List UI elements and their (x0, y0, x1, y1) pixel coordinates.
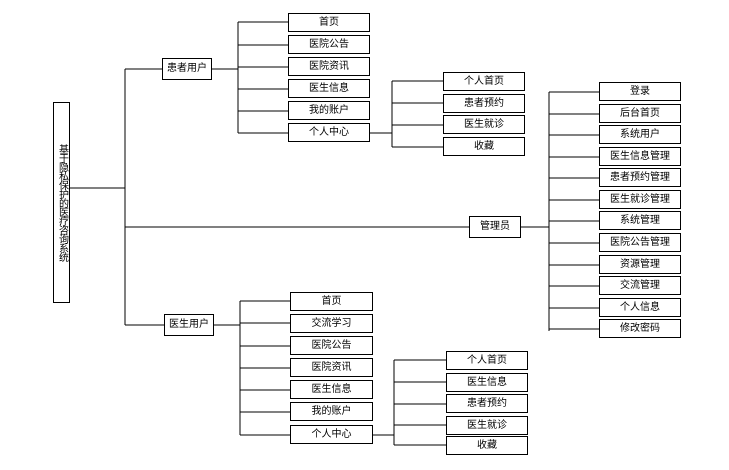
doctor-center-personal-home: 个人首页 (446, 351, 528, 370)
doctor-item-doctor-info: 医生信息 (290, 380, 373, 399)
doctor-item-home: 首页 (290, 292, 373, 311)
doctor-center-doctor-visit: 医生就诊 (446, 416, 528, 435)
doctor-center-doctor-info: 医生信息 (446, 373, 528, 392)
doctor-item-exchange-learning: 交流学习 (290, 314, 373, 333)
doctor-item-hospital-news: 医院资讯 (290, 358, 373, 377)
patient-center-favorites: 收藏 (443, 137, 525, 156)
patient-center-appointment: 患者预约 (443, 94, 525, 113)
patient-item-personal-center: 个人中心 (288, 123, 370, 142)
node-admin: 管理员 (469, 216, 521, 238)
admin-item-doctor-info-mgmt: 医生信息管理 (599, 147, 681, 166)
admin-item-exchange-mgmt: 交流管理 (599, 276, 681, 295)
admin-item-system-mgmt: 系统管理 (599, 211, 681, 230)
admin-item-personal-info: 个人信息 (599, 298, 681, 317)
doctor-item-personal-center: 个人中心 (290, 425, 373, 444)
patient-center-personal-home: 个人首页 (443, 72, 525, 91)
admin-item-visit-mgmt: 医生就诊管理 (599, 190, 681, 209)
patient-item-hospital-news: 医院资讯 (288, 57, 370, 76)
doctor-center-favorites: 收藏 (446, 436, 528, 455)
patient-item-my-account: 我的账户 (288, 101, 370, 120)
doctor-item-hospital-notice: 医院公告 (290, 336, 373, 355)
node-doctor-user: 医生用户 (164, 314, 214, 336)
admin-item-system-users: 系统用户 (599, 125, 681, 144)
patient-item-hospital-notice: 医院公告 (288, 35, 370, 54)
admin-item-appointment-mgmt: 患者预约管理 (599, 168, 681, 187)
root-node-system-title: 基于隐私保护的医疗咨询系统 (53, 102, 70, 303)
admin-item-login: 登录 (599, 82, 681, 101)
patient-item-doctor-info: 医生信息 (288, 79, 370, 98)
patient-center-doctor-visit: 医生就诊 (443, 115, 525, 134)
doctor-center-appointment: 患者预约 (446, 394, 528, 413)
admin-item-resource-mgmt: 资源管理 (599, 255, 681, 274)
doctor-item-my-account: 我的账户 (290, 402, 373, 421)
admin-item-change-password: 修改密码 (599, 319, 681, 338)
patient-item-home: 首页 (288, 13, 370, 32)
admin-item-backend-home: 后台首页 (599, 104, 681, 123)
admin-item-notice-mgmt: 医院公告管理 (599, 233, 681, 252)
node-patient-user: 患者用户 (162, 58, 212, 80)
